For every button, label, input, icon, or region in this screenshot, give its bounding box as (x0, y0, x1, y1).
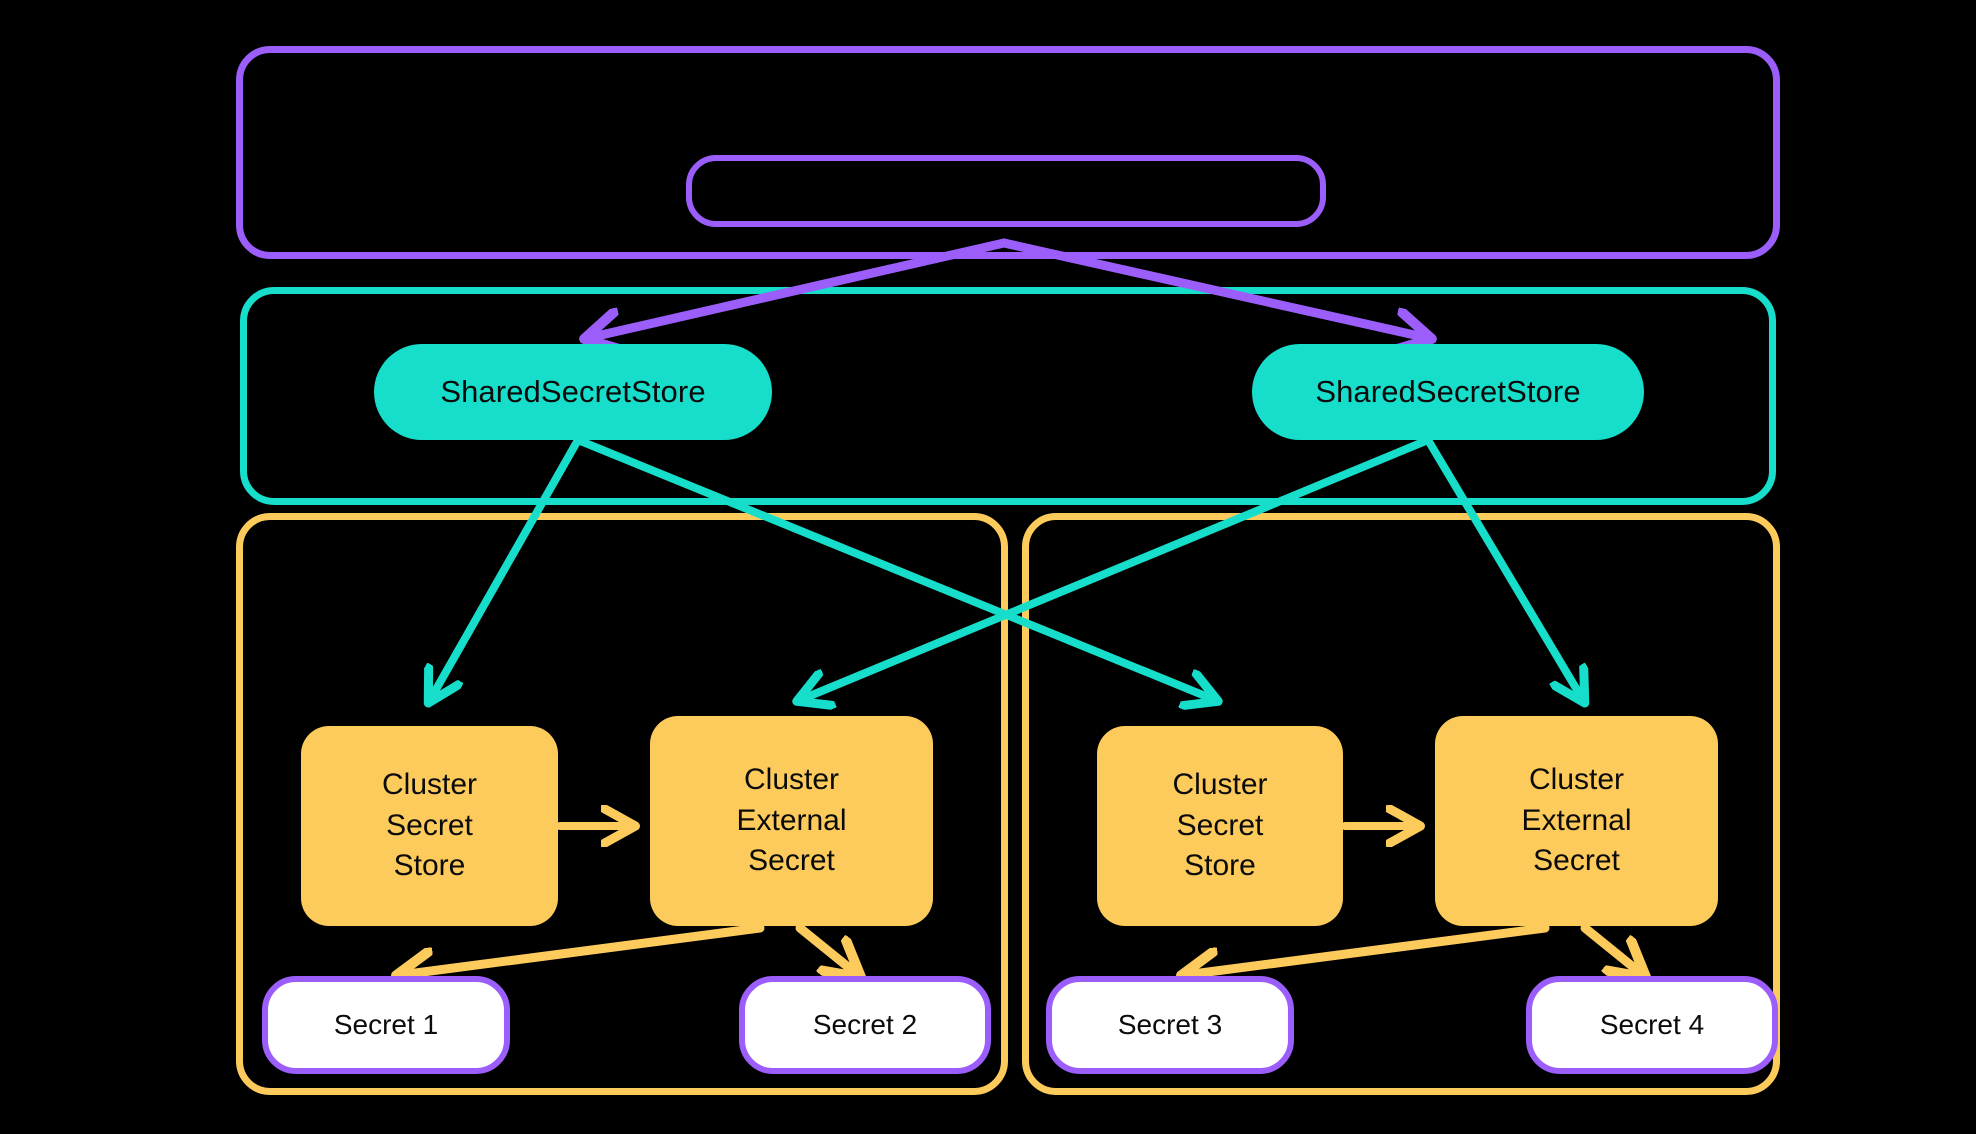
secret-3-label: Secret 3 (1117, 1009, 1223, 1040)
label-line: Secret (1176, 808, 1264, 842)
label-line: External (1521, 803, 1632, 837)
operator-inner-pill (686, 155, 1326, 227)
shared-secret-store-right-label: SharedSecretStore (1315, 374, 1581, 409)
label-line: Cluster (743, 763, 840, 797)
shared-secret-store-left-label: SharedSecretStore (440, 374, 706, 409)
node-shared-secret-store-right[interactable]: SharedSecretStore (1252, 344, 1644, 440)
node-secret-2[interactable]: Secret 2 (739, 976, 991, 1074)
label-line: Secret (1533, 844, 1620, 878)
secret-4-label: Secret 4 (1599, 1009, 1705, 1040)
node-cluster-secret-store-right[interactable]: Cluster Secret Store (1097, 726, 1343, 926)
label-line: Cluster (1528, 763, 1625, 797)
cluster-secret-store-left-label: Cluster Secret Store (382, 766, 477, 885)
node-secret-1[interactable]: Secret 1 (262, 976, 510, 1074)
label-line: Cluster (1172, 768, 1268, 802)
label-line: Cluster (381, 768, 478, 802)
node-cluster-secret-store-left[interactable]: Cluster Secret Store (301, 726, 558, 926)
node-cluster-external-secret-right[interactable]: Cluster External Secret (1435, 716, 1718, 926)
label-line: Secret (386, 808, 473, 842)
secret-2-label: Secret 2 (812, 1009, 918, 1040)
secret-1-label: Secret 1 (333, 1009, 439, 1040)
operator-frame (236, 46, 1780, 259)
label-line: Secret (748, 844, 835, 878)
node-secret-4[interactable]: Secret 4 (1526, 976, 1778, 1074)
node-secret-3[interactable]: Secret 3 (1046, 976, 1294, 1074)
node-cluster-external-secret-left[interactable]: Cluster External Secret (650, 716, 933, 926)
cluster-external-secret-right-label: Cluster External Secret (1521, 761, 1631, 880)
label-line: Store (1184, 849, 1256, 883)
cluster-secret-store-right-label: Cluster Secret Store (1172, 766, 1267, 885)
cluster-external-secret-left-label: Cluster External Secret (736, 761, 846, 880)
node-shared-secret-store-left[interactable]: SharedSecretStore (374, 344, 772, 440)
label-line: External (736, 803, 847, 837)
label-line: Store (393, 849, 466, 883)
